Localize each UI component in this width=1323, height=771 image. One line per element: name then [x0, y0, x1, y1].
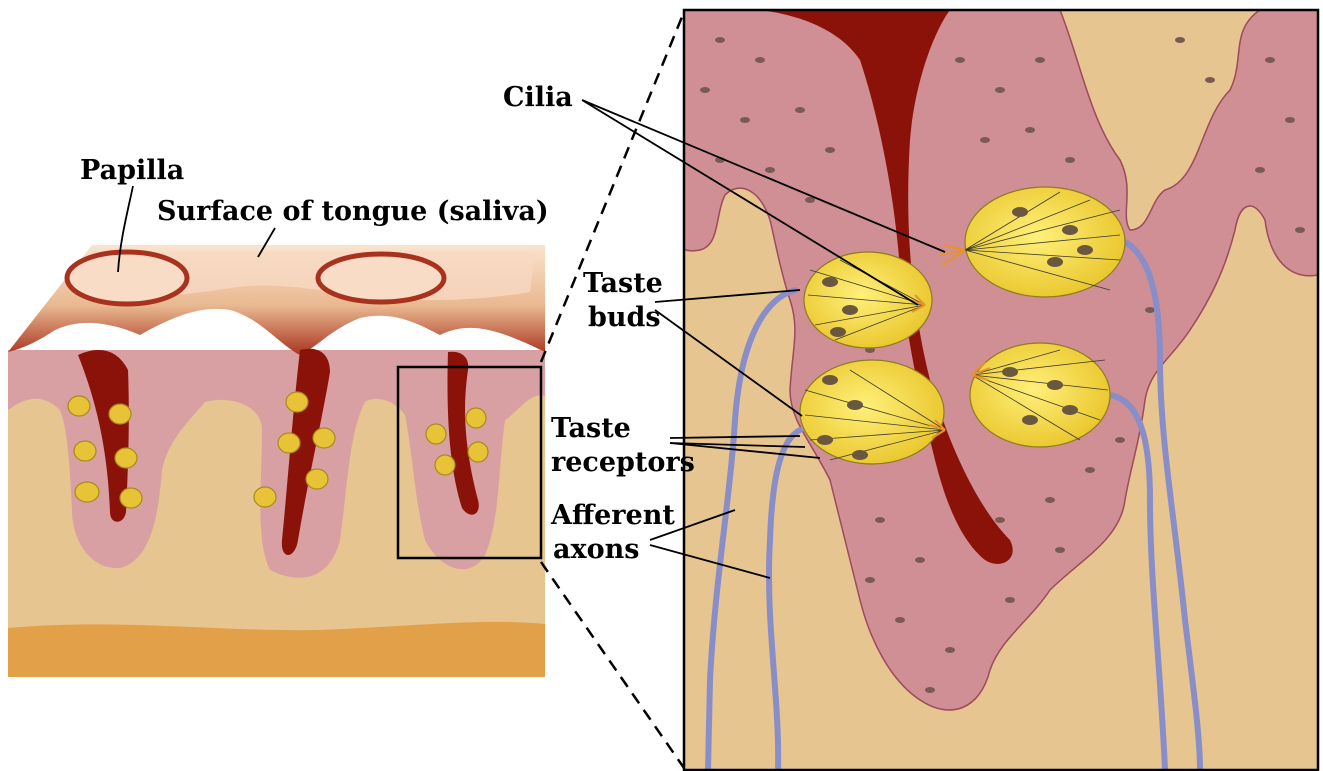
- taste-buds-label-line2: buds: [588, 302, 661, 333]
- taste-receptors-label-line1: Taste: [551, 413, 631, 444]
- surface-label: Surface of tongue (saliva): [157, 196, 549, 227]
- base-layer: [8, 622, 545, 677]
- tongue-block: [8, 245, 545, 677]
- afferent-axons-label-line1: Afferent: [550, 500, 675, 531]
- taste-receptors-label-line2: receptors: [551, 447, 695, 478]
- taste-buds-label-line1: Taste: [583, 268, 663, 299]
- papilla-label: Papilla: [80, 155, 184, 186]
- afferent-axons-label-line2: axons: [553, 534, 639, 565]
- taste-bud: [965, 187, 1125, 297]
- cilia-label: Cilia: [503, 82, 573, 113]
- magnified-view: [684, 10, 1318, 770]
- taste-bud: [970, 343, 1110, 447]
- taste-bud: [800, 360, 945, 464]
- zoom-lines: [541, 12, 684, 768]
